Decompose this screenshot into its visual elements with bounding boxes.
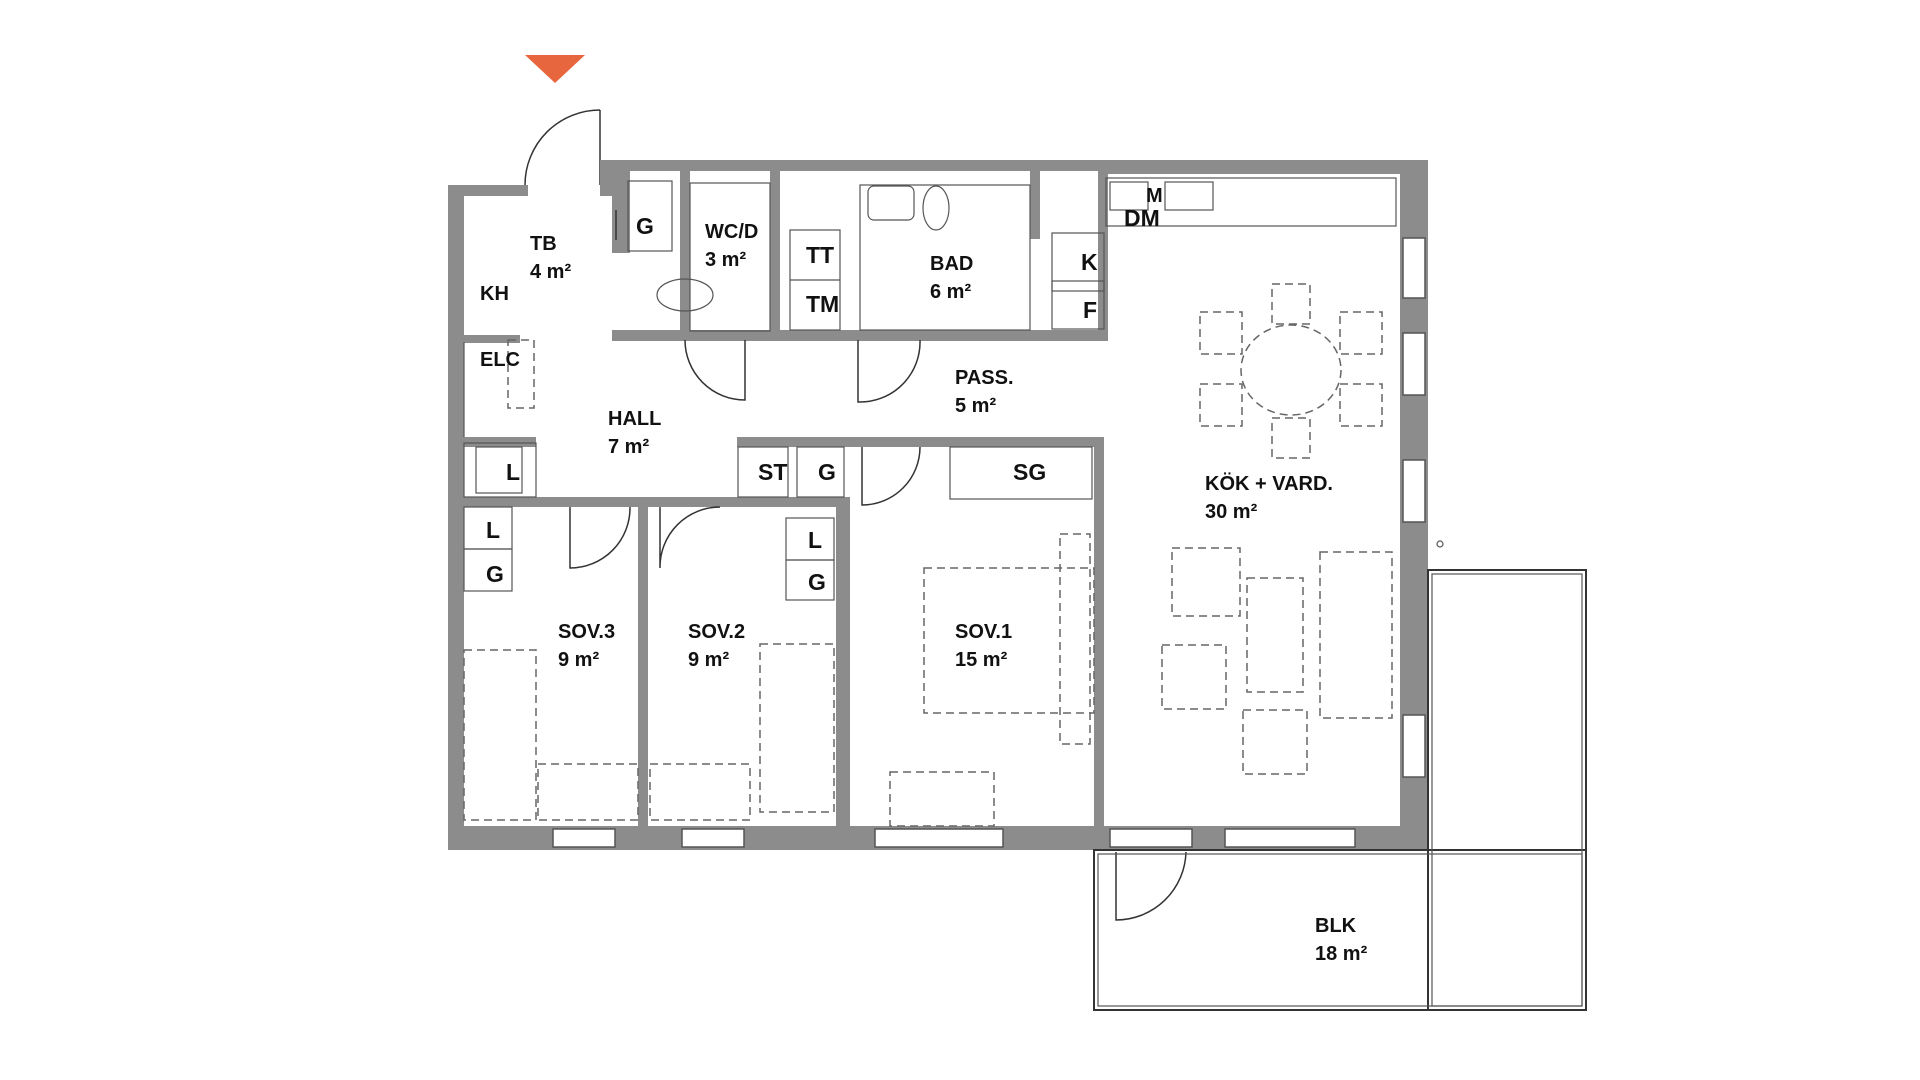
room-name-hall: HALL (608, 408, 661, 430)
fixture-elc: ELC (480, 349, 520, 371)
fixture-l-sov2: L (808, 527, 822, 553)
room-area-sov1: 15 m² (955, 649, 1008, 671)
room-name-sov3: SOV.3 (558, 621, 615, 643)
room-name-kok: KÖK + VARD. (1205, 472, 1333, 495)
room-name-wcd: WC/D (705, 221, 758, 243)
windows (552, 237, 1426, 848)
room-area-kok: 30 m² (1205, 501, 1258, 523)
fixture-labels: KH ELC G TT TM K F M DM L ST G SG L G L … (480, 185, 1163, 595)
room-name-pass: PASS. (955, 367, 1014, 389)
fixture-k: K (1081, 249, 1098, 275)
room-name-blk: BLK (1315, 915, 1357, 937)
room-area-bad: 6 m² (930, 281, 971, 303)
fixture-tt: TT (806, 242, 834, 268)
fixture-kh: KH (480, 283, 509, 305)
furniture (463, 283, 1393, 827)
room-name-sov2: SOV.2 (688, 621, 745, 643)
room-labels: TB 4 m² WC/D 3 m² BAD 6 m² PASS. 5 m² HA… (530, 221, 1368, 965)
interior-doors (569, 210, 1187, 921)
fixture-sg: SG (1013, 459, 1046, 485)
entrance-marker-icon (525, 55, 585, 83)
room-area-hall: 7 m² (608, 436, 649, 458)
room-name-tb: TB (530, 233, 557, 255)
fixture-dm: DM (1124, 205, 1160, 231)
interior-lines (463, 177, 1397, 601)
fixture-g-sov3: G (486, 561, 504, 587)
room-area-blk: 18 m² (1315, 943, 1368, 965)
fixture-g-sov2: G (808, 569, 826, 595)
balcony (1093, 540, 1587, 1011)
entrance-door[interactable] (524, 109, 601, 186)
room-name-bad: BAD (930, 253, 973, 275)
room-area-wcd: 3 m² (705, 249, 746, 271)
fixture-tm: TM (806, 291, 839, 317)
fixture-st: ST (758, 459, 787, 485)
fixture-g-hall: G (818, 459, 836, 485)
room-area-sov2: 9 m² (688, 649, 729, 671)
room-name-sov1: SOV.1 (955, 621, 1012, 643)
room-area-tb: 4 m² (530, 261, 571, 283)
fixture-l-hall: L (506, 459, 520, 485)
room-area-pass: 5 m² (955, 395, 996, 417)
room-area-sov3: 9 m² (558, 649, 599, 671)
fixture-m: M (1146, 185, 1163, 207)
fixture-f: F (1083, 297, 1097, 323)
fixture-l-sov3: L (486, 517, 500, 543)
fixture-g-tb: G (636, 213, 654, 239)
